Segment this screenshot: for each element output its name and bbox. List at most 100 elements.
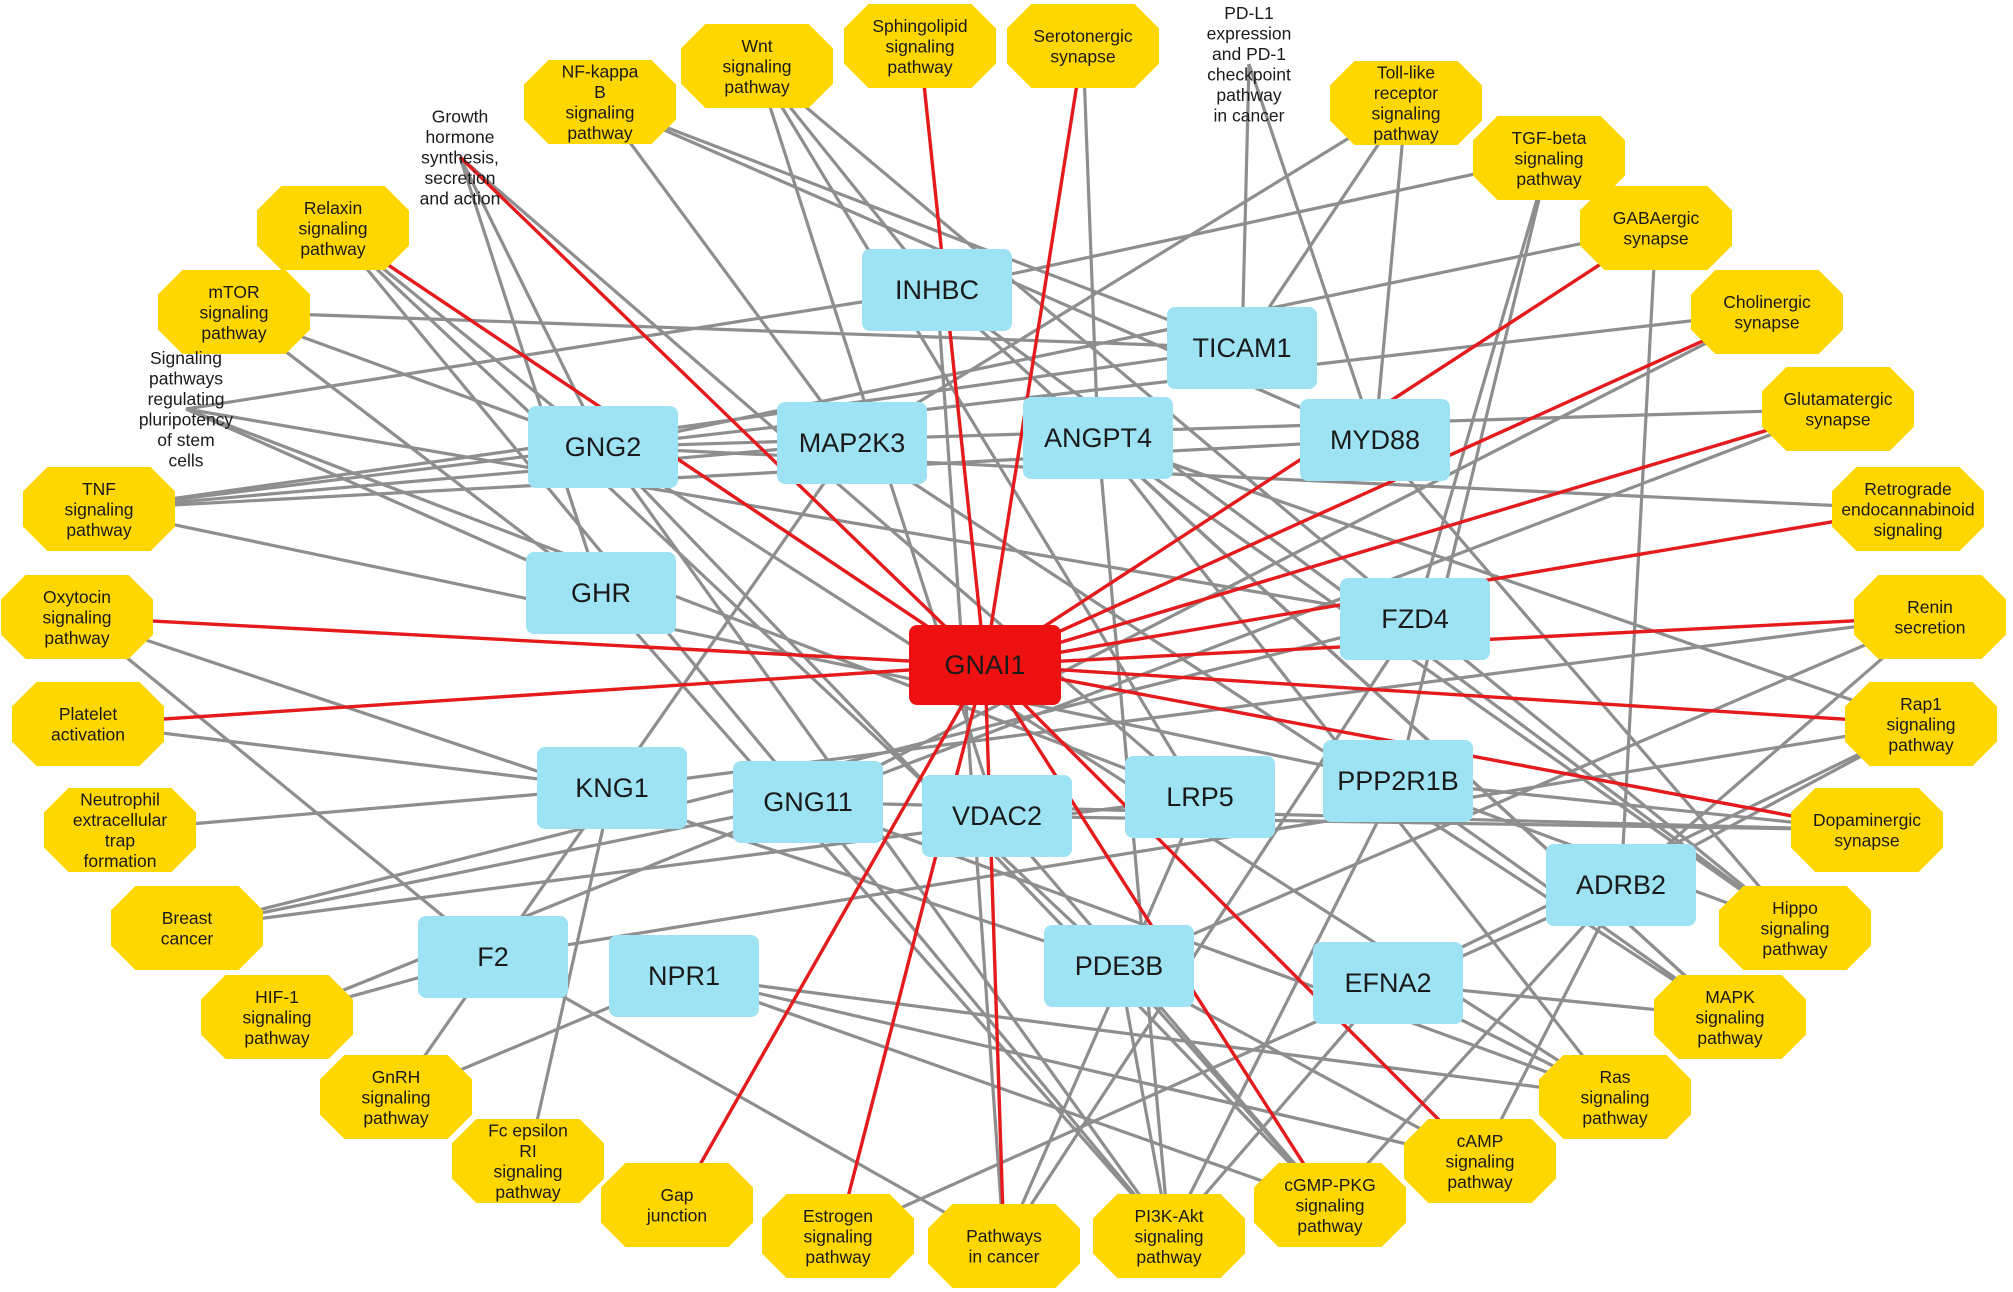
pathway-octagon: [257, 186, 409, 270]
gene-label: FZD4: [1381, 604, 1449, 634]
pathway-label-line: secretion: [1894, 618, 1965, 638]
pathway-octagon: [1007, 4, 1159, 88]
pathway-label-line: Rap1: [1900, 694, 1942, 714]
gene-box: [1300, 399, 1450, 481]
hub-edge-estrogen: [836, 664, 987, 1237]
gene-node-gng2[interactable]: GNG2: [528, 406, 678, 488]
pathway-label-line: HIF-1: [255, 987, 299, 1007]
gene-node-ticam1[interactable]: TICAM1: [1167, 307, 1317, 389]
edge-lrp5-cancer: [1002, 796, 1202, 1247]
pathway-label-line: RI: [519, 1141, 537, 1161]
pathway-label-line: signaling: [42, 607, 111, 627]
gene-box: [1323, 740, 1473, 822]
hub-node-gnai1[interactable]: GNAI1: [909, 625, 1061, 705]
edge-ghr-pi3k: [599, 591, 1171, 1238]
pathway-label-line: Retrograde: [1864, 479, 1952, 499]
gene-label: ANGPT4: [1044, 423, 1152, 453]
pathway-label-line: synapse: [1734, 313, 1799, 333]
edge-ticam1-mtor: [233, 310, 1243, 350]
gene-node-kng1[interactable]: KNG1: [537, 747, 687, 829]
pathway-label-line: signaling: [1886, 714, 1955, 734]
pathway-label-line: trap: [105, 831, 135, 851]
gene-node-vdac2[interactable]: VDAC2: [922, 775, 1072, 857]
gene-box: [1313, 942, 1463, 1024]
gene-node-fzd4[interactable]: FZD4: [1340, 578, 1490, 660]
gene-box: [418, 916, 568, 998]
gene-node-adrb2[interactable]: ADRB2: [1546, 844, 1696, 926]
gene-node-pde3b[interactable]: PDE3B: [1044, 925, 1194, 1007]
gene-node-npr1[interactable]: NPR1: [609, 935, 759, 1017]
gene-node-ghr[interactable]: GHR: [526, 552, 676, 634]
edge-ghr-mtor: [233, 310, 602, 595]
pathway-octagon: [1254, 1163, 1406, 1247]
pathway-octagon: [1654, 975, 1806, 1059]
gene-node-map2k3[interactable]: MAP2K3: [777, 402, 927, 484]
pathway-label-line: synapse: [1050, 47, 1115, 67]
gene-node-myd88[interactable]: MYD88: [1300, 399, 1450, 481]
gene-node-angpt4[interactable]: ANGPT4: [1023, 397, 1173, 479]
gene-node-efna2[interactable]: EFNA2: [1313, 942, 1463, 1024]
pathway-label-line: signaling: [1445, 1151, 1514, 1171]
edge-fzd4-wnt: [755, 64, 1417, 621]
gene-node-lrp5[interactable]: LRP5: [1125, 756, 1275, 838]
pathway-label-line: pathway: [1582, 1108, 1647, 1128]
pathway-label-line: pathway: [1216, 85, 1281, 105]
pathway-octagon: [1539, 1055, 1691, 1139]
edge-adrb2-estrogen: [837, 883, 1622, 1238]
gene-node-ppp2r1b[interactable]: PPP2R1B: [1323, 740, 1473, 822]
pathway-label-line: pathway: [1447, 1172, 1512, 1192]
pathway-label-line: cAMP: [1457, 1131, 1504, 1151]
pathway-label-line: Ras: [1599, 1067, 1630, 1087]
gene-node-gng11[interactable]: GNG11: [733, 761, 883, 843]
edge-f2-cancer: [492, 955, 1005, 1248]
pathway-label-line: Renin: [1907, 597, 1953, 617]
gene-node-f2[interactable]: F2: [418, 916, 568, 998]
pathway-label-line: Fc epsilon: [488, 1121, 568, 1141]
gene-node-inhbc[interactable]: INHBC: [862, 249, 1012, 331]
pathway-octagon: [1832, 467, 1984, 551]
pathway-label-line: pathway: [1297, 1216, 1362, 1236]
